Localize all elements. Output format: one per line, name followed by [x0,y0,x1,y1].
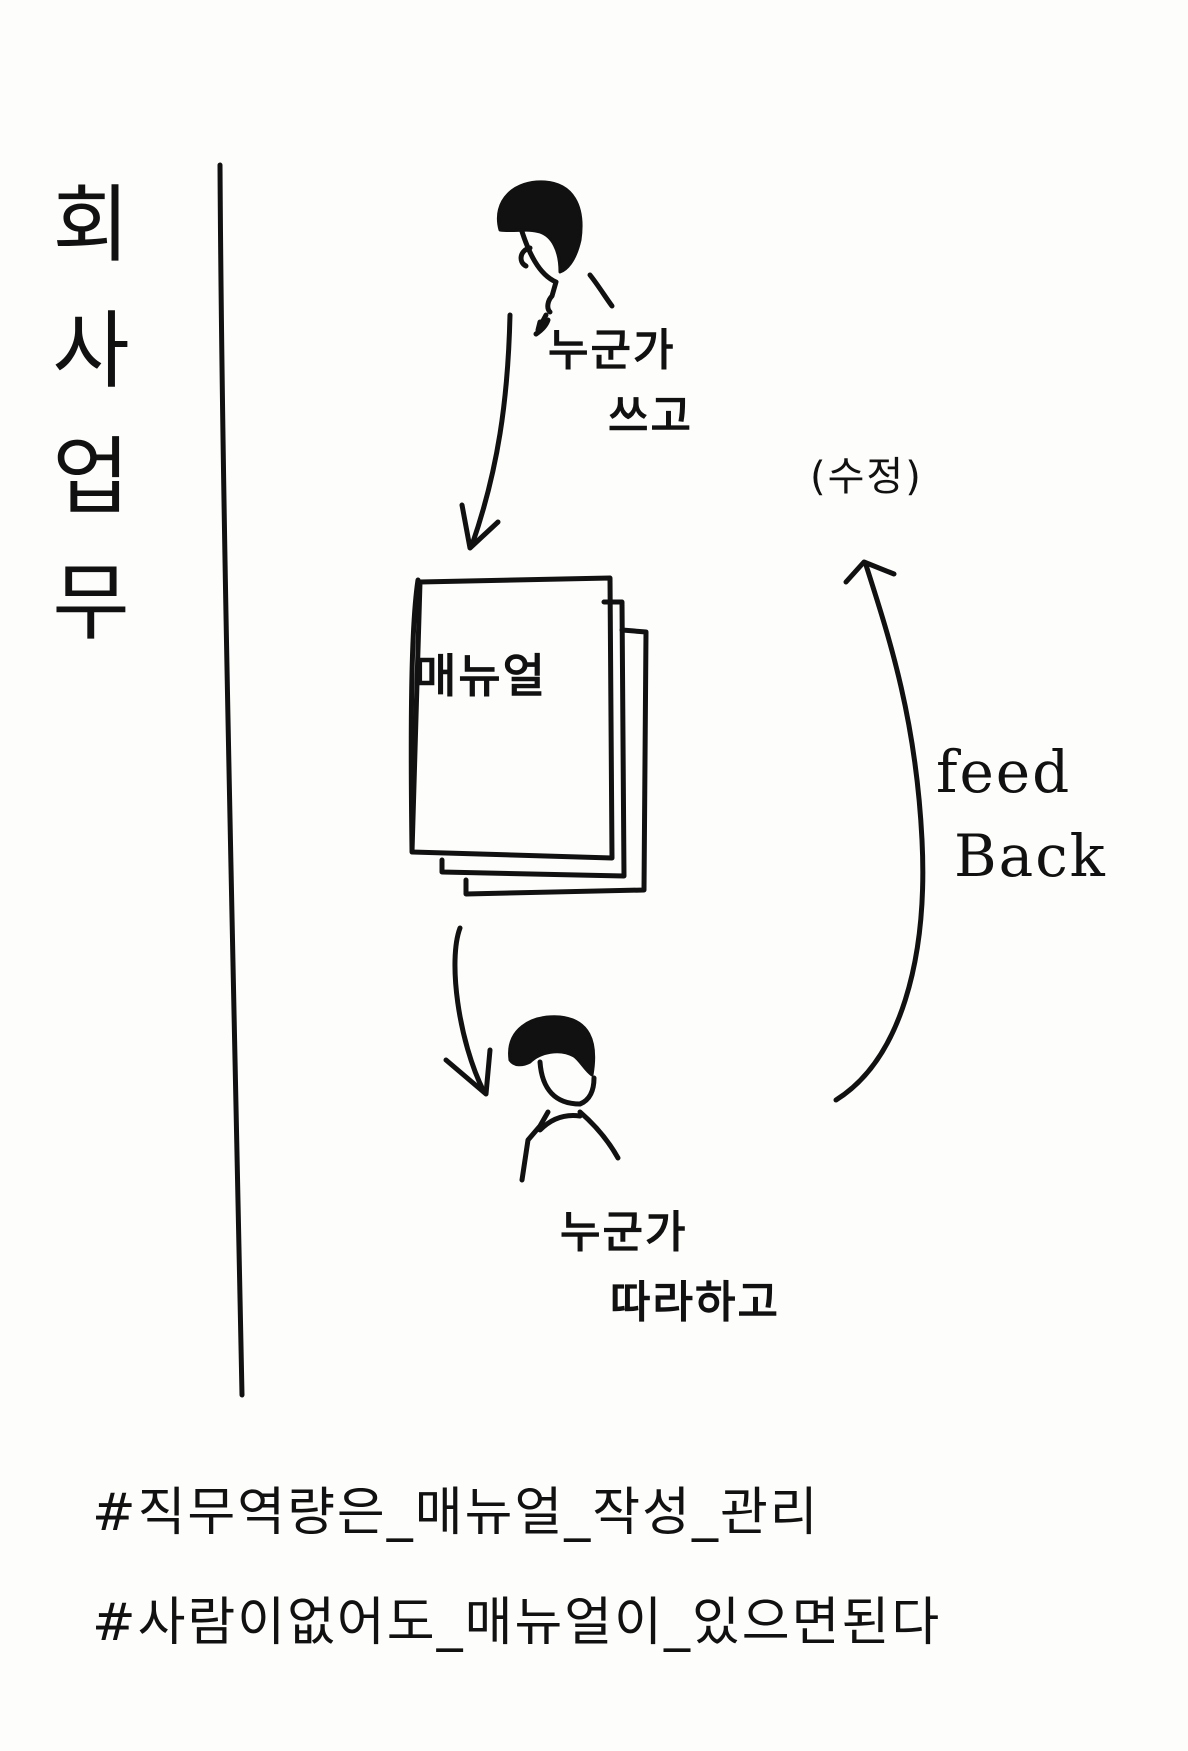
feedback-label-line2: Back [954,822,1107,890]
vertical-divider [217,162,245,1398]
follower-label: 누군가 따라하고 [560,1198,780,1338]
feedback-label: feed Back [936,730,1107,898]
manual-label: 매뉴얼 [414,649,547,703]
arrow-down-icon [469,312,513,548]
arrow-down-icon [452,925,487,1095]
follower-label-line1: 누군가 [560,1207,688,1258]
title-char: 회 [52,176,130,274]
writer-person-icon [515,215,615,337]
hashtag-line: #사람이없어도_매뉴얼이_있으면된다 [92,1593,942,1653]
writer-label-line1: 누군가 [548,325,676,376]
document-stack-icon [408,575,649,897]
title-char: 무 [52,554,130,652]
feedback-label-line1: feed [936,738,1072,806]
writer-label-line2: 쓰고 [608,391,693,442]
writer-label: 누군가 쓰고 [548,318,693,450]
follower-person-icon [519,1059,621,1183]
title-char: 사 [52,302,130,400]
follower-hair [508,1015,596,1077]
follower-label-line2: 따라하고 [610,1277,780,1328]
hashtag-line: #직무역량은_매뉴얼_작성_관리 [92,1483,820,1543]
writer-hair [497,180,583,274]
arrow-up-curved-icon [833,562,926,1103]
edit-label: (수정) [810,454,923,500]
vertical-title: 회 사 업 무 [36,180,146,648]
title-char: 업 [52,428,130,526]
